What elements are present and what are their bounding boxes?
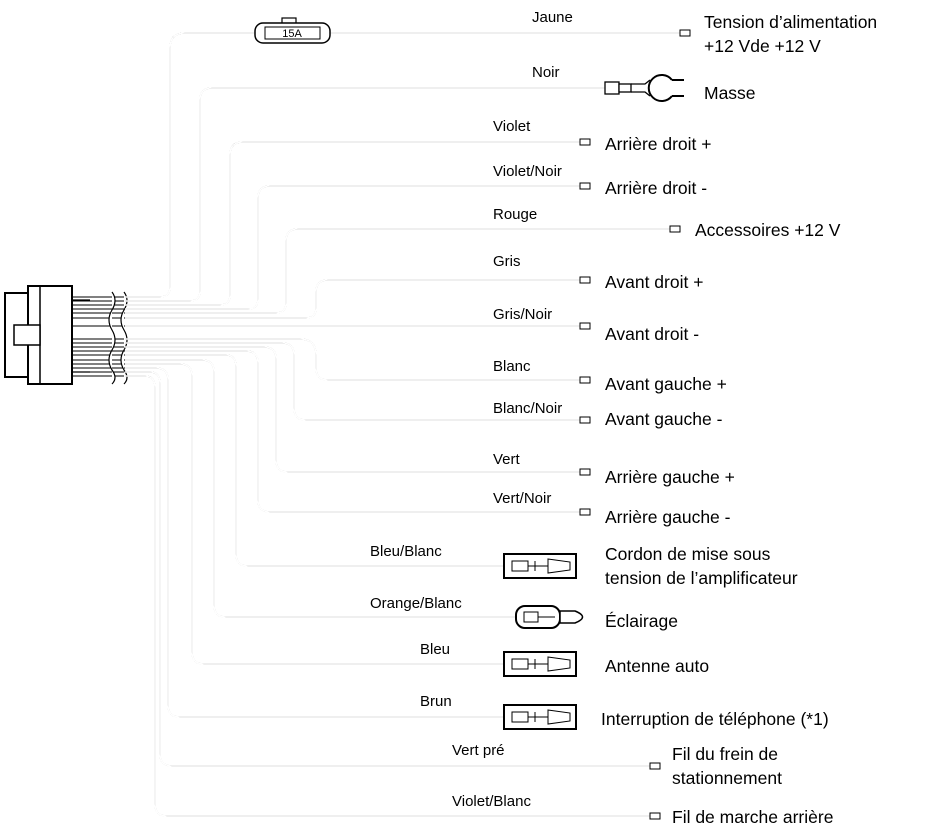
wire-function-label: Fil du frein de bbox=[672, 744, 778, 764]
wire-gris-core bbox=[125, 279, 580, 319]
wire-end-cap bbox=[679, 29, 691, 37]
wire-ends bbox=[579, 29, 691, 820]
wire-blanc-noir-core bbox=[125, 342, 580, 421]
wire-color-label: Gris/Noir bbox=[493, 306, 552, 323]
wire-function-label: Avant gauche - bbox=[605, 409, 723, 429]
wire-function-label: +12 Vde +12 V bbox=[704, 36, 821, 56]
wire-function-label: Éclairage bbox=[605, 611, 678, 631]
wire-rouge bbox=[125, 228, 680, 314]
wire-color-label: Blanc/Noir bbox=[493, 400, 562, 417]
wire-rouge-core bbox=[125, 228, 680, 314]
wire-function-label: Tension d’alimentation bbox=[704, 12, 877, 32]
wire-end-cap bbox=[669, 225, 681, 233]
female-connector-bleu bbox=[503, 651, 577, 677]
wire-jaune bbox=[125, 32, 255, 298]
wire-violet-noir-core bbox=[125, 185, 580, 310]
wire-end-cap bbox=[579, 468, 591, 476]
wire-jaune-core bbox=[125, 32, 255, 298]
wire-bleu bbox=[125, 363, 504, 665]
wire-function-label: Arrière droit - bbox=[605, 178, 707, 198]
wire-color-label: Violet/Noir bbox=[493, 163, 562, 180]
wire-bleu-blanc-core bbox=[125, 354, 504, 567]
wire-violet-blanc-core bbox=[125, 375, 660, 817]
wire-function-label: Arrière gauche + bbox=[605, 467, 735, 487]
wire-brun-core bbox=[125, 367, 504, 718]
ring-lug-terminal bbox=[604, 74, 684, 102]
wire-function-label: Fil de marche arrière bbox=[672, 807, 833, 827]
wire-end-cap bbox=[649, 812, 661, 820]
female-connector-brun bbox=[503, 704, 577, 730]
wire-color-label: Gris bbox=[493, 253, 521, 270]
fuse-holder: 15A bbox=[254, 17, 331, 44]
female-connector-bleu-blanc bbox=[503, 553, 577, 579]
wire-function-label: stationnement bbox=[672, 768, 782, 788]
wires bbox=[125, 32, 680, 817]
wire-function-label: Interruption de téléphone (*1) bbox=[601, 709, 829, 729]
wire-function-label: Avant droit + bbox=[605, 272, 703, 292]
bundle-break-mark bbox=[120, 291, 128, 385]
harness-connector bbox=[4, 285, 90, 385]
wire-end-cap bbox=[579, 322, 591, 330]
wire-color-label: Bleu/Blanc bbox=[370, 543, 442, 560]
wire-color-label: Vert bbox=[493, 451, 521, 468]
wire-color-label: Brun bbox=[420, 693, 452, 710]
wire-function-label: Arrière droit + bbox=[605, 134, 712, 154]
fuse-rating-label: 15A bbox=[282, 28, 302, 40]
wire-violet-noir bbox=[125, 185, 580, 310]
bundle-break-mark bbox=[108, 291, 116, 385]
wire-end-cap bbox=[579, 276, 591, 284]
wire-color-label: Bleu bbox=[420, 641, 450, 658]
wire-bundle bbox=[72, 291, 128, 385]
wire-vert-noir-core bbox=[125, 350, 580, 513]
wire-vert-pre bbox=[125, 371, 660, 767]
wire-end-cap bbox=[579, 508, 591, 516]
wire-color-label: Orange/Blanc bbox=[370, 595, 462, 612]
wire-function-label: Arrière gauche - bbox=[605, 507, 731, 527]
wire-color-label: Noir bbox=[532, 64, 560, 81]
wire-function-label: tension de l’amplificateur bbox=[605, 568, 798, 588]
wire-color-label: Violet/Blanc bbox=[452, 793, 531, 810]
wire-function-label: Accessoires +12 V bbox=[695, 220, 841, 240]
wire-color-label: Vert/Noir bbox=[493, 490, 551, 507]
wire-function-label: Cordon de mise sous bbox=[605, 544, 771, 564]
wire-bleu-blanc bbox=[125, 354, 504, 567]
wire-orange-blanc-core bbox=[125, 359, 516, 618]
male-connector-orange-blanc bbox=[515, 605, 584, 629]
wire-color-label: Blanc bbox=[493, 358, 531, 375]
wire-violet-core bbox=[125, 141, 580, 306]
wire-end-cap bbox=[579, 416, 591, 424]
wire-end-cap bbox=[649, 762, 661, 770]
wire-vert-pre-core bbox=[125, 371, 660, 767]
wire-orange-blanc bbox=[125, 359, 516, 618]
wire-function-label: Avant gauche + bbox=[605, 374, 727, 394]
wire-function-label: Antenne auto bbox=[605, 656, 709, 676]
wire-function-label: Masse bbox=[704, 83, 756, 103]
wire-color-label: Rouge bbox=[493, 206, 537, 223]
wire-noir bbox=[125, 87, 605, 302]
wire-color-label: Violet bbox=[493, 118, 531, 135]
wire-function-label: Avant droit - bbox=[605, 324, 699, 344]
wire-end-cap bbox=[579, 182, 591, 190]
wire-bleu-core bbox=[125, 363, 504, 665]
wire-color-label: Jaune bbox=[532, 9, 573, 26]
wire-vert-core bbox=[125, 346, 580, 473]
wire-blanc-core bbox=[125, 338, 580, 381]
wire-color-label: Vert pré bbox=[452, 742, 505, 759]
labels: Jaune Tension d’alimentation +12 Vde +12… bbox=[370, 9, 877, 827]
wire-end-cap bbox=[579, 138, 591, 146]
wire-end-cap bbox=[579, 376, 591, 384]
wire-noir-core bbox=[125, 87, 605, 302]
wire-vert-noir bbox=[125, 350, 580, 513]
